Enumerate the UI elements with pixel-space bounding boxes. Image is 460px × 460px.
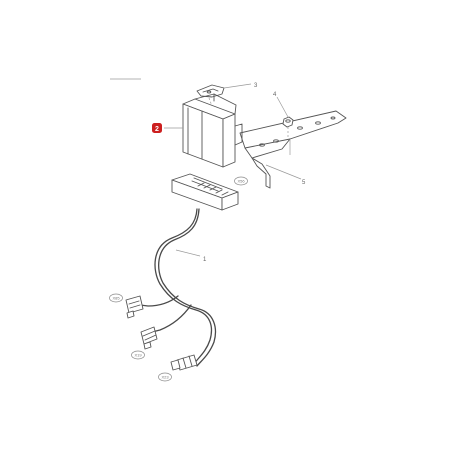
leader-line (175, 249, 201, 257)
leader-line (276, 96, 289, 118)
leader-line (223, 83, 252, 89)
guide-line (208, 97, 213, 107)
connector-pins (191, 177, 229, 196)
connector-tag-main: X56 (234, 176, 248, 186)
connector-tag-middle-plug: X19 (131, 350, 145, 360)
svg-text:X19: X19 (134, 353, 142, 358)
highlight-marker-2: 2 (152, 123, 162, 133)
callout-4: 4 (273, 92, 277, 98)
middle-plug (140, 326, 158, 350)
highlight-marker-bg (152, 123, 162, 133)
control-module (182, 93, 243, 168)
bottom-plug (170, 354, 198, 371)
callout-2: 2 (155, 126, 159, 133)
svg-text:X85: X85 (112, 296, 120, 301)
mounting-clip (196, 84, 225, 98)
callout-1: 1 (203, 257, 207, 263)
wiring-harness (139, 208, 217, 367)
svg-text:X23: X23 (161, 375, 169, 380)
callout-3: 3 (254, 83, 258, 89)
callout-5: 5 (302, 180, 306, 186)
connector-tag-bottom-plug: X23 (158, 372, 172, 382)
top-plug (125, 295, 144, 319)
leader-line (265, 164, 302, 180)
main-connector (171, 173, 239, 211)
nut (282, 116, 294, 128)
connector-tag-top-plug: X85 (109, 293, 123, 303)
mounting-bracket (239, 110, 347, 189)
svg-text:X56: X56 (237, 179, 245, 184)
